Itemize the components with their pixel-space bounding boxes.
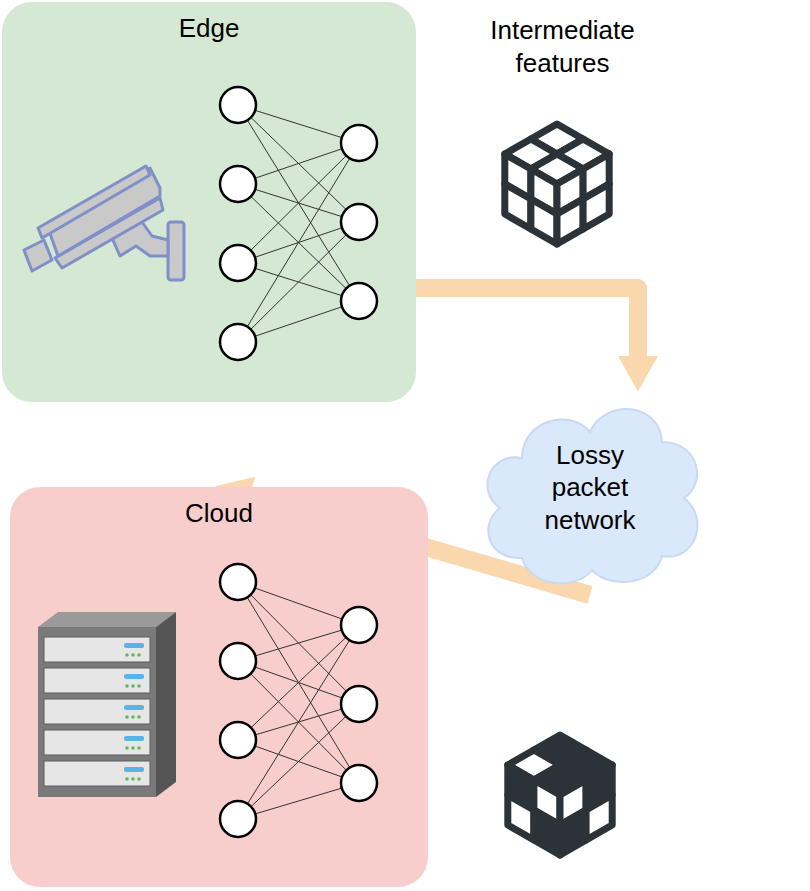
- edge-region: Edge: [2, 2, 416, 402]
- cloud-region: Cloud: [10, 487, 428, 887]
- region-title: Cloud: [185, 497, 253, 530]
- feature-cube-icon: [505, 124, 609, 244]
- feature-label: Intermediate features: [460, 14, 665, 79]
- server-icon: [38, 612, 176, 797]
- neural-network-icon: [220, 564, 377, 837]
- cloud-label: Lossy packet network: [520, 439, 660, 537]
- network-cloud: Lossy packet network: [470, 380, 710, 595]
- neural-network-icon: [220, 87, 377, 360]
- camera-icon: [24, 166, 184, 280]
- data-flow-arrow: [414, 288, 638, 356]
- region-title: Edge: [179, 12, 240, 45]
- feature-cube-icon: [508, 735, 612, 855]
